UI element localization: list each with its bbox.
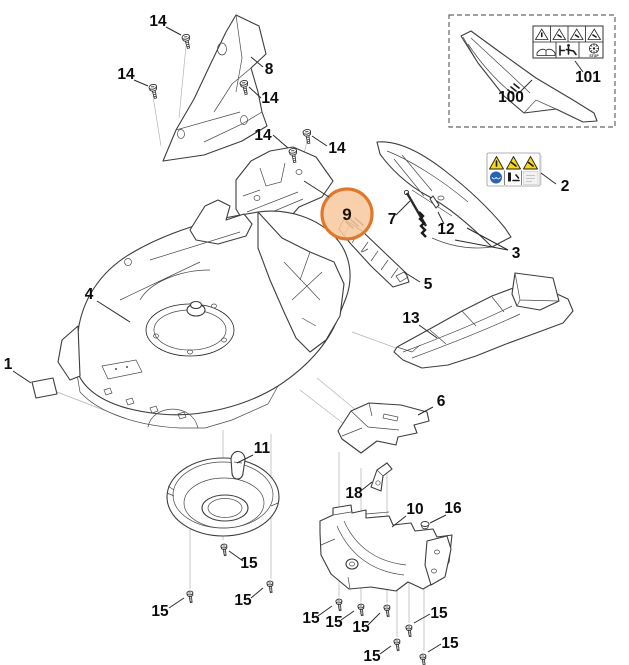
- eye-protection-icon: [490, 171, 502, 184]
- part-10-housing[interactable]: [319, 504, 453, 592]
- screw-15[interactable]: [335, 598, 344, 612]
- part-13-chute[interactable]: [393, 272, 574, 369]
- callout-6[interactable]: 6: [437, 393, 446, 410]
- part-18-bracket[interactable]: [370, 462, 393, 492]
- screw-15[interactable]: [419, 653, 428, 665]
- callout-100[interactable]: 100: [498, 89, 524, 106]
- callout-14[interactable]: 14: [254, 127, 272, 144]
- callout-15[interactable]: 15: [430, 605, 448, 622]
- part-4-housing[interactable]: [57, 199, 351, 429]
- callout-15[interactable]: 15: [363, 648, 381, 665]
- part-3-deflector[interactable]: [376, 141, 512, 249]
- callout-10[interactable]: 10: [406, 501, 423, 518]
- screw-14[interactable]: [148, 83, 160, 100]
- callout-12[interactable]: 12: [437, 221, 454, 238]
- highlight-ring-part-9: [320, 187, 374, 241]
- reference-box: [448, 14, 616, 128]
- keep-bystanders-away-icon: [559, 44, 577, 56]
- callout-14[interactable]: 14: [149, 13, 167, 30]
- screw-15[interactable]: [405, 624, 414, 638]
- callout-15[interactable]: 15: [234, 592, 252, 609]
- callout-5[interactable]: 5: [424, 276, 433, 293]
- screw-14[interactable]: [181, 33, 193, 50]
- leader-lines: [12, 26, 584, 655]
- screw-15[interactable]: [383, 604, 392, 618]
- part-8-bracket[interactable]: [162, 14, 268, 162]
- callout-101[interactable]: 101: [575, 69, 601, 86]
- callout-3[interactable]: 3: [512, 245, 521, 262]
- callout-14[interactable]: 14: [328, 140, 346, 157]
- callout-13[interactable]: 13: [402, 310, 420, 327]
- cap-16[interactable]: [420, 521, 430, 530]
- screw-15[interactable]: [357, 603, 366, 617]
- part-6-baffle[interactable]: [337, 402, 430, 454]
- callout-15[interactable]: 15: [325, 614, 343, 631]
- callout-1[interactable]: 1: [4, 356, 13, 373]
- part-100-deflector[interactable]: [460, 30, 598, 123]
- callout-16[interactable]: 16: [444, 500, 462, 517]
- warning-triangle-icons: [489, 156, 538, 170]
- safety-sticker-101[interactable]: STOP: [532, 25, 604, 59]
- callout-15[interactable]: 15: [151, 603, 169, 620]
- callout-14[interactable]: 14: [261, 90, 279, 107]
- callout-18[interactable]: 18: [345, 485, 363, 502]
- callout-9-highlighted[interactable]: 9: [342, 205, 351, 224]
- warning-triangle-icons: [534, 28, 602, 40]
- pictogram-cells: [504, 170, 539, 185]
- screw-14[interactable]: [302, 128, 314, 145]
- callout-4[interactable]: 4: [85, 286, 94, 303]
- part-12-spring[interactable]: [418, 195, 440, 238]
- screw-15[interactable]: [266, 580, 275, 594]
- callout-14[interactable]: 14: [117, 66, 135, 83]
- callout-2[interactable]: 2: [561, 178, 570, 195]
- callout-8[interactable]: 8: [265, 61, 274, 78]
- callout-15[interactable]: 15: [240, 555, 258, 572]
- screw-15[interactable]: [220, 543, 229, 557]
- screw-15[interactable]: [186, 590, 195, 604]
- screw-15[interactable]: [393, 638, 402, 652]
- callout-15[interactable]: 15: [352, 619, 370, 636]
- callout-15[interactable]: 15: [441, 635, 459, 652]
- part-11-cover[interactable]: [166, 450, 280, 537]
- callout-15[interactable]: 15: [302, 610, 320, 627]
- stop-text: STOP: [589, 54, 599, 58]
- callout-11[interactable]: 11: [254, 440, 271, 457]
- callout-7[interactable]: 7: [388, 211, 397, 228]
- stop-blade-icon: STOP: [589, 43, 599, 58]
- safety-sticker-2[interactable]: [486, 152, 542, 187]
- read-manual-book-icon: [536, 48, 556, 56]
- part-1-plate[interactable]: [31, 377, 58, 399]
